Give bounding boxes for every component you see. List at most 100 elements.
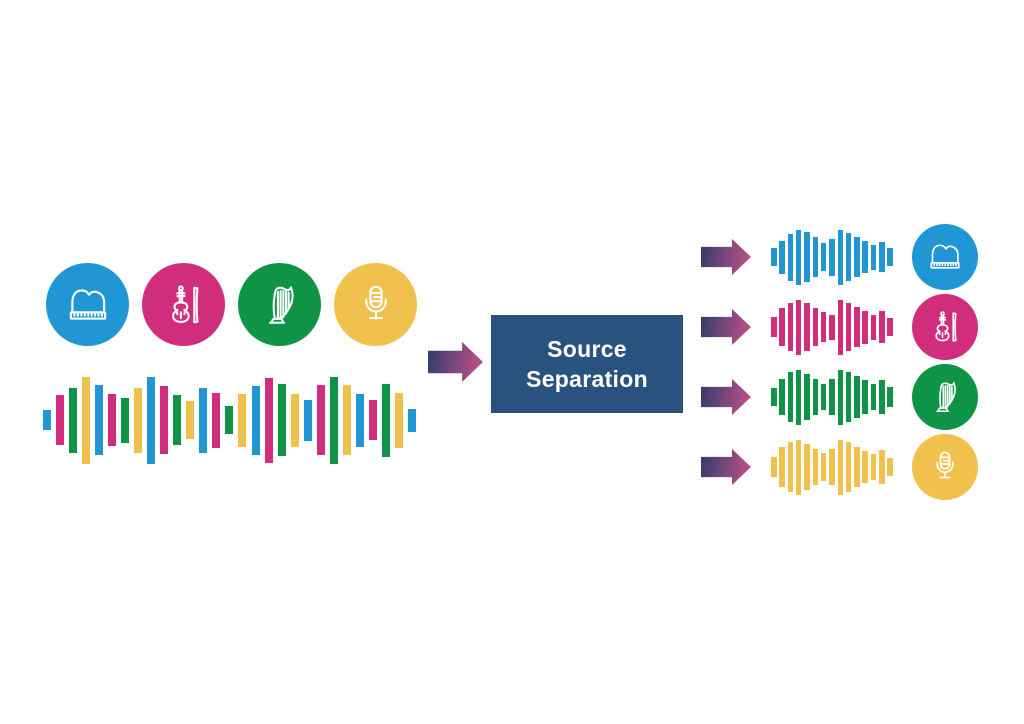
harp-waveform-bar: [812, 379, 819, 415]
harp-waveform-bar: [787, 372, 794, 422]
mixed-waveform-bar: [277, 384, 286, 456]
mixed-waveform-bar: [186, 401, 195, 439]
mixed-waveform-bar: [121, 397, 130, 443]
violin-waveform-bar: [837, 299, 843, 355]
harp-waveform-bar: [862, 380, 868, 414]
mixed-waveform-bar: [251, 385, 260, 455]
violin-waveform-bar: [787, 303, 794, 351]
violin-waveform-bar: [870, 314, 877, 340]
mixed-waveform-bar: [56, 395, 65, 445]
microphone-waveform-bar: [870, 454, 877, 480]
violin-waveform-bar: [829, 314, 835, 340]
source-separation-label: Source Separation: [526, 336, 648, 392]
piano-waveform-bar: [779, 240, 785, 274]
right-arrow-icon: [428, 342, 483, 382]
microphone-icon: [364, 285, 387, 319]
mixed-waveform-bar: [303, 399, 312, 441]
harp-waveform-bar: [845, 372, 852, 422]
piano-waveform-bar: [870, 244, 877, 270]
violin-waveform-bar: [879, 311, 885, 343]
harp-icon: [268, 285, 294, 324]
microphone-waveform-bar: [771, 457, 777, 477]
microphone-waveform-bar: [837, 439, 843, 495]
piano-waveform: [771, 229, 893, 285]
mixed-waveform-bar: [355, 393, 364, 447]
microphone-circle: [912, 434, 978, 500]
output-row-harp: [701, 364, 978, 430]
violin-waveform-bar: [862, 310, 868, 344]
harp-icon: [936, 382, 956, 412]
microphone-waveform-bar: [820, 453, 827, 481]
microphone-waveform-bar: [804, 444, 810, 490]
piano-icon: [69, 288, 106, 320]
piano-waveform-bar: [795, 229, 802, 285]
piano-waveform-bar: [854, 237, 860, 277]
mixed-waveform-bar: [407, 408, 416, 432]
right-arrow-icon: [701, 309, 751, 345]
piano-waveform-bar: [787, 233, 794, 281]
mixed-waveform-bar: [82, 376, 91, 464]
harp-circle: [238, 263, 321, 346]
violin-circle: [142, 263, 225, 346]
microphone-waveform: [771, 439, 893, 495]
violin-waveform-bar: [804, 303, 810, 351]
harp-waveform-bar: [771, 388, 777, 406]
mixed-waveform-bar: [264, 377, 273, 463]
violin-waveform-bar: [820, 312, 827, 342]
harp-waveform-bar: [879, 380, 885, 414]
piano-waveform-bar: [829, 238, 835, 276]
piano-waveform-bar: [804, 232, 810, 282]
piano-waveform-bar: [837, 229, 843, 285]
mixed-waveform-bar: [368, 400, 377, 440]
output-row-violin: [701, 294, 978, 360]
mixed-waveform-bar: [342, 385, 351, 455]
piano-waveform-bar: [812, 237, 819, 277]
microphone-circle: [334, 263, 417, 346]
output-row-piano: [701, 224, 978, 290]
piano-waveform-bar: [862, 241, 868, 273]
mixed-waveform-bar: [238, 393, 247, 447]
violin-waveform-bar: [845, 303, 852, 351]
piano-waveform-bar: [771, 248, 777, 266]
mixed-waveform-bar: [134, 387, 143, 453]
microphone-waveform-bar: [812, 449, 819, 485]
microphone-waveform-bar: [845, 442, 852, 492]
mixed-waveform-bar: [316, 385, 325, 455]
right-arrow-icon: [701, 239, 751, 275]
mixed-waveform-bar: [381, 383, 390, 457]
mixed-waveform-bar: [43, 410, 51, 430]
microphone-waveform-bar: [854, 447, 860, 487]
microphone-waveform-bar: [862, 451, 868, 483]
microphone-waveform-bar: [879, 450, 885, 484]
violin-waveform-bar: [795, 299, 802, 355]
mixed-waveform-bar: [108, 394, 117, 446]
harp-waveform-bar: [779, 379, 785, 415]
piano-circle: [912, 224, 978, 290]
microphone-waveform-bar: [779, 447, 785, 487]
microphone-waveform-bar: [829, 449, 835, 485]
microphone-waveform-bar: [795, 439, 802, 495]
mixed-waveform-bar: [212, 392, 221, 448]
piano-circle: [46, 263, 129, 346]
mixed-audio-waveform: [43, 376, 416, 464]
mixed-waveform-bar: [225, 406, 234, 434]
microphone-waveform-bar: [787, 442, 794, 492]
violin-waveform-bar: [887, 318, 893, 336]
piano-icon: [930, 244, 960, 269]
violin-icon: [935, 311, 957, 342]
harp-waveform-bar: [837, 369, 843, 425]
mixed-waveform-bar: [199, 387, 208, 453]
harp-waveform-bar: [795, 369, 802, 425]
input-source-circles: [46, 263, 417, 346]
harp-waveform: [771, 369, 893, 425]
piano-waveform-bar: [879, 242, 885, 272]
violin-waveform-bar: [812, 308, 819, 346]
violin-waveform: [771, 299, 893, 355]
mixed-waveform-bar: [329, 376, 338, 464]
harp-waveform-bar: [870, 384, 877, 410]
mixed-waveform-bar: [69, 387, 78, 453]
violin-circle: [912, 294, 978, 360]
mixed-waveform-bar: [173, 395, 182, 445]
mixed-waveform-bar: [95, 385, 104, 455]
